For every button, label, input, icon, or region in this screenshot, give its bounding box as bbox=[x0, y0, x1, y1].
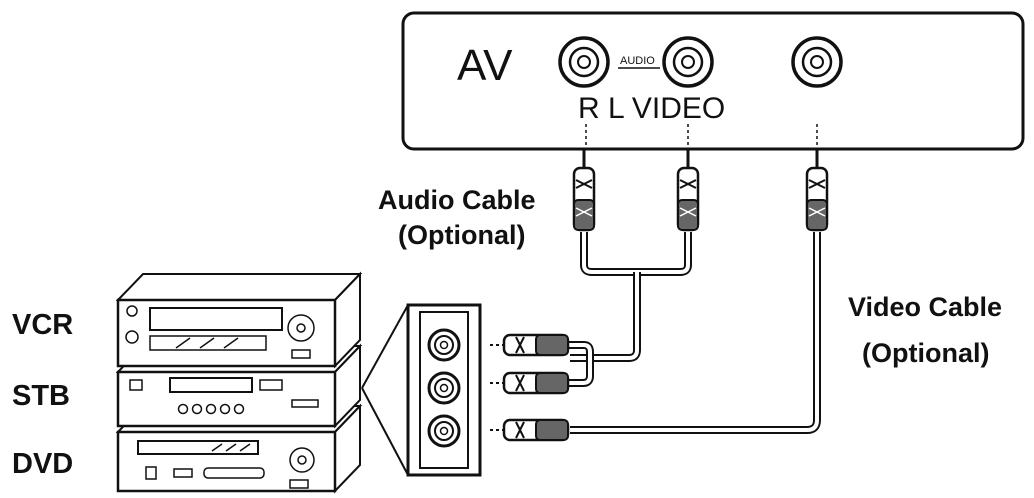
stb-label: STB bbox=[12, 380, 70, 412]
device-plug-audio-r bbox=[490, 333, 570, 357]
video-jack bbox=[791, 36, 843, 88]
video-cable bbox=[570, 232, 821, 434]
tv-av-panel: AV AUDIO R L VIDEO bbox=[401, 11, 1025, 151]
device-jack-audio-r bbox=[427, 328, 461, 362]
device-jack-video bbox=[427, 414, 461, 448]
video-cable-label: Video Cable bbox=[848, 292, 1003, 322]
device-plug-video bbox=[490, 418, 570, 442]
device-jack-audio-l bbox=[427, 371, 461, 405]
audio-l-plug bbox=[676, 150, 700, 232]
audio-r-jack bbox=[558, 36, 610, 88]
audio-label: AUDIO bbox=[620, 55, 655, 67]
vcr-illustration bbox=[115, 271, 363, 369]
device-output-panel bbox=[361, 303, 482, 477]
audio-r-plug bbox=[572, 150, 596, 232]
device-plug-audio-l bbox=[490, 371, 570, 395]
jack-labels: R L VIDEO bbox=[578, 92, 725, 125]
vcr-label: VCR bbox=[12, 309, 74, 341]
audio-cable bbox=[566, 232, 692, 387]
audio-l-jack bbox=[662, 36, 714, 88]
audio-cable-label: Audio Cable bbox=[378, 185, 536, 215]
video-cable-optional-label: (Optional) bbox=[862, 338, 990, 368]
dvd-label: DVD bbox=[12, 448, 74, 480]
video-plug-tv bbox=[805, 150, 829, 232]
av-label: AV bbox=[457, 41, 513, 90]
audio-cable-optional-label: (Optional) bbox=[398, 220, 526, 250]
